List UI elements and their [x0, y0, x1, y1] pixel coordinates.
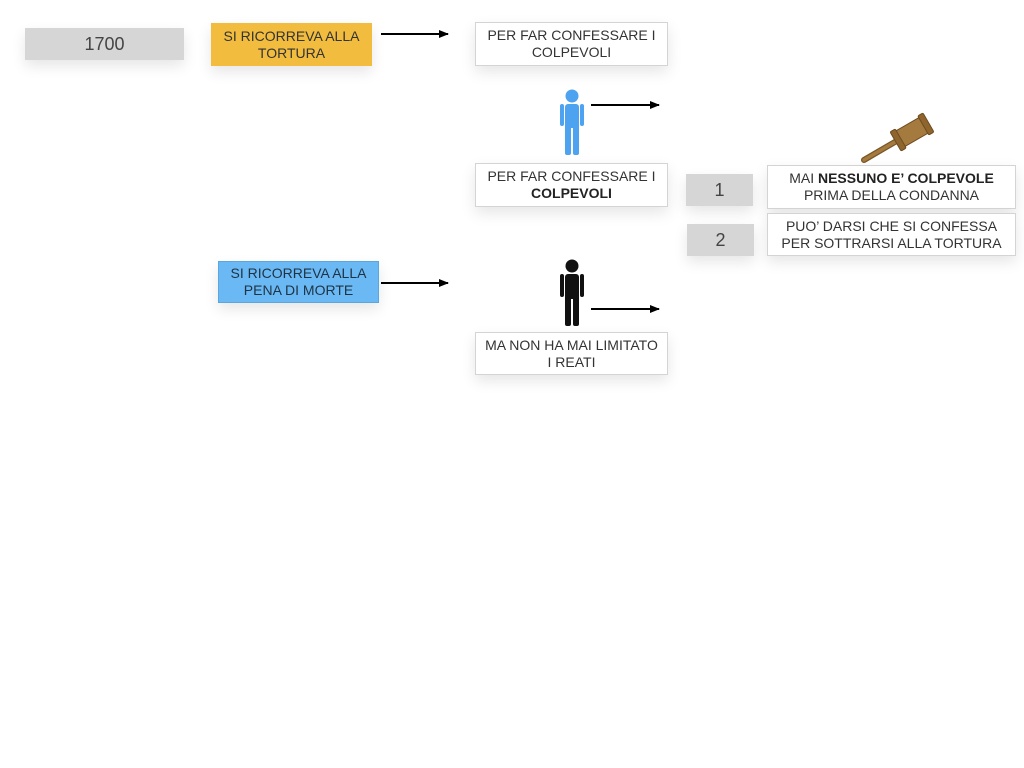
purpose1-line1: PER FAR CONFESSARE I	[487, 27, 656, 43]
point1-bold: NESSUNO E’ COLPEVOLE	[817, 170, 994, 186]
gavel-icon	[861, 113, 934, 163]
purpose2-line2-bold: COLPEVOLI	[531, 185, 612, 201]
point1-box: MAI NESSUNO E’ COLPEVOLE PRIMA DELLA CON…	[767, 165, 1016, 209]
torture-line2: TORTURA	[257, 44, 326, 61]
year-text: 1700	[84, 33, 125, 54]
person-icon	[560, 259, 584, 326]
point1-prefix: MAI	[789, 170, 818, 186]
point2-line1: PUO’ DARSI CHE SI CONFESSA	[785, 217, 998, 234]
point2-line2: PER SOTTRARSI ALLA TORTURA	[781, 234, 1002, 251]
torture-line1: SI RICORREVA ALLA	[223, 27, 360, 44]
point2-number: 2	[687, 224, 754, 256]
death-penalty-line1: SI RICORREVA ALLA	[230, 265, 367, 281]
person-icon	[560, 89, 584, 155]
point1-line1: MAI NESSUNO E’ COLPEVOLE	[789, 170, 994, 187]
purpose1-line2: COLPEVOLI	[531, 44, 612, 60]
point1-number-text: 1	[714, 179, 725, 200]
outcome-box: MA NON HA MAI LIMITATO I REATI	[475, 332, 668, 375]
purpose-box-2: PER FAR CONFESSARE I COLPEVOLI	[475, 163, 668, 207]
purpose-box-1: PER FAR CONFESSARE I COLPEVOLI	[475, 22, 668, 66]
purpose2-line2: COLPEVOLI	[531, 185, 612, 202]
outcome-line2: I REATI	[547, 353, 596, 370]
point1-line2: PRIMA DELLA CONDANNA	[803, 187, 980, 203]
purpose2-line1: PER FAR CONFESSARE I	[487, 168, 656, 184]
outcome-line1: MA NON HA MAI LIMITATO	[485, 336, 658, 353]
point1-number: 1	[686, 174, 753, 206]
death-penalty-line2: PENA DI MORTE	[243, 282, 354, 298]
point2-box: PUO’ DARSI CHE SI CONFESSA PER SOTTRARSI…	[767, 213, 1016, 256]
torture-box: SI RICORREVA ALLA TORTURA	[211, 23, 372, 66]
year-label: 1700	[25, 28, 184, 60]
point2-number-text: 2	[715, 229, 726, 250]
death-penalty-box: SI RICORREVA ALLA PENA DI MORTE	[218, 261, 379, 303]
